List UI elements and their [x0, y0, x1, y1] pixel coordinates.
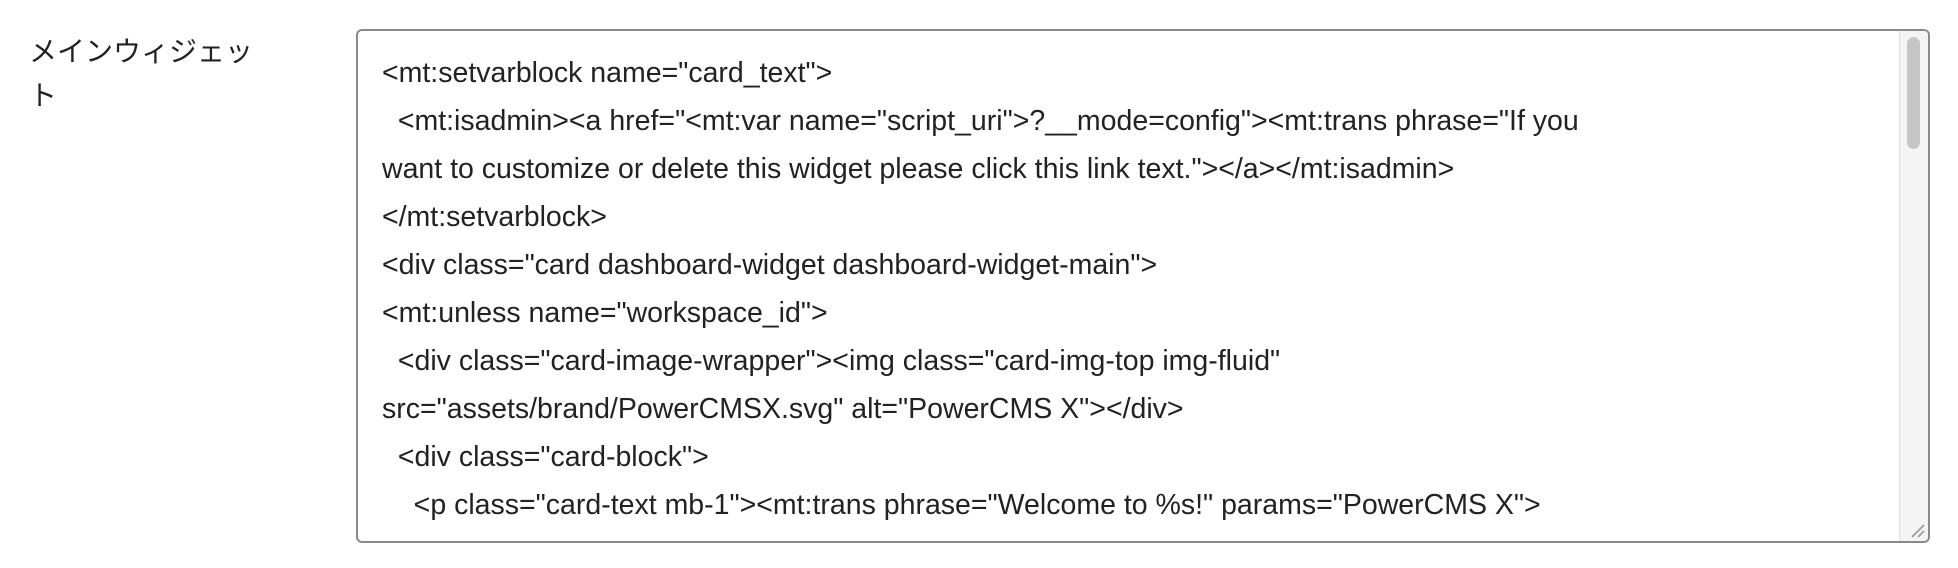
code-line: <mt:var name="card_text"></p>	[382, 529, 1862, 541]
code-line: <div class="card-block">	[382, 441, 709, 473]
main-widget-template-textarea[interactable]: <mt:setvarblock name="card_text"> <mt:is…	[356, 29, 1930, 543]
code-line: <div class="card dashboard-widget dashbo…	[382, 249, 1158, 281]
code-line: <div class="card-image-wrapper"><img cla…	[382, 345, 1281, 377]
code-line: <p class="card-text mb-1"><mt:trans phra…	[382, 489, 1541, 521]
vertical-scrollbar[interactable]	[1899, 31, 1928, 541]
field-label-main-widget: メインウィジェット	[29, 35, 254, 112]
code-line: <mt:unless name="workspace_id">	[382, 297, 828, 329]
code-line: <mt:setvarblock name="card_text">	[382, 57, 833, 89]
resize-handle-icon[interactable]	[1904, 517, 1926, 539]
template-code[interactable]: <mt:setvarblock name="card_text"> <mt:is…	[382, 49, 1862, 541]
code-line: <mt:isadmin><a href="<mt:var name="scrip…	[382, 105, 1579, 137]
scrollbar-thumb[interactable]	[1907, 37, 1920, 149]
code-line: want to customize or delete this widget …	[382, 153, 1455, 185]
code-line: </mt:setvarblock>	[382, 201, 607, 233]
code-line: src="assets/brand/PowerCMSX.svg" alt="Po…	[382, 393, 1184, 425]
